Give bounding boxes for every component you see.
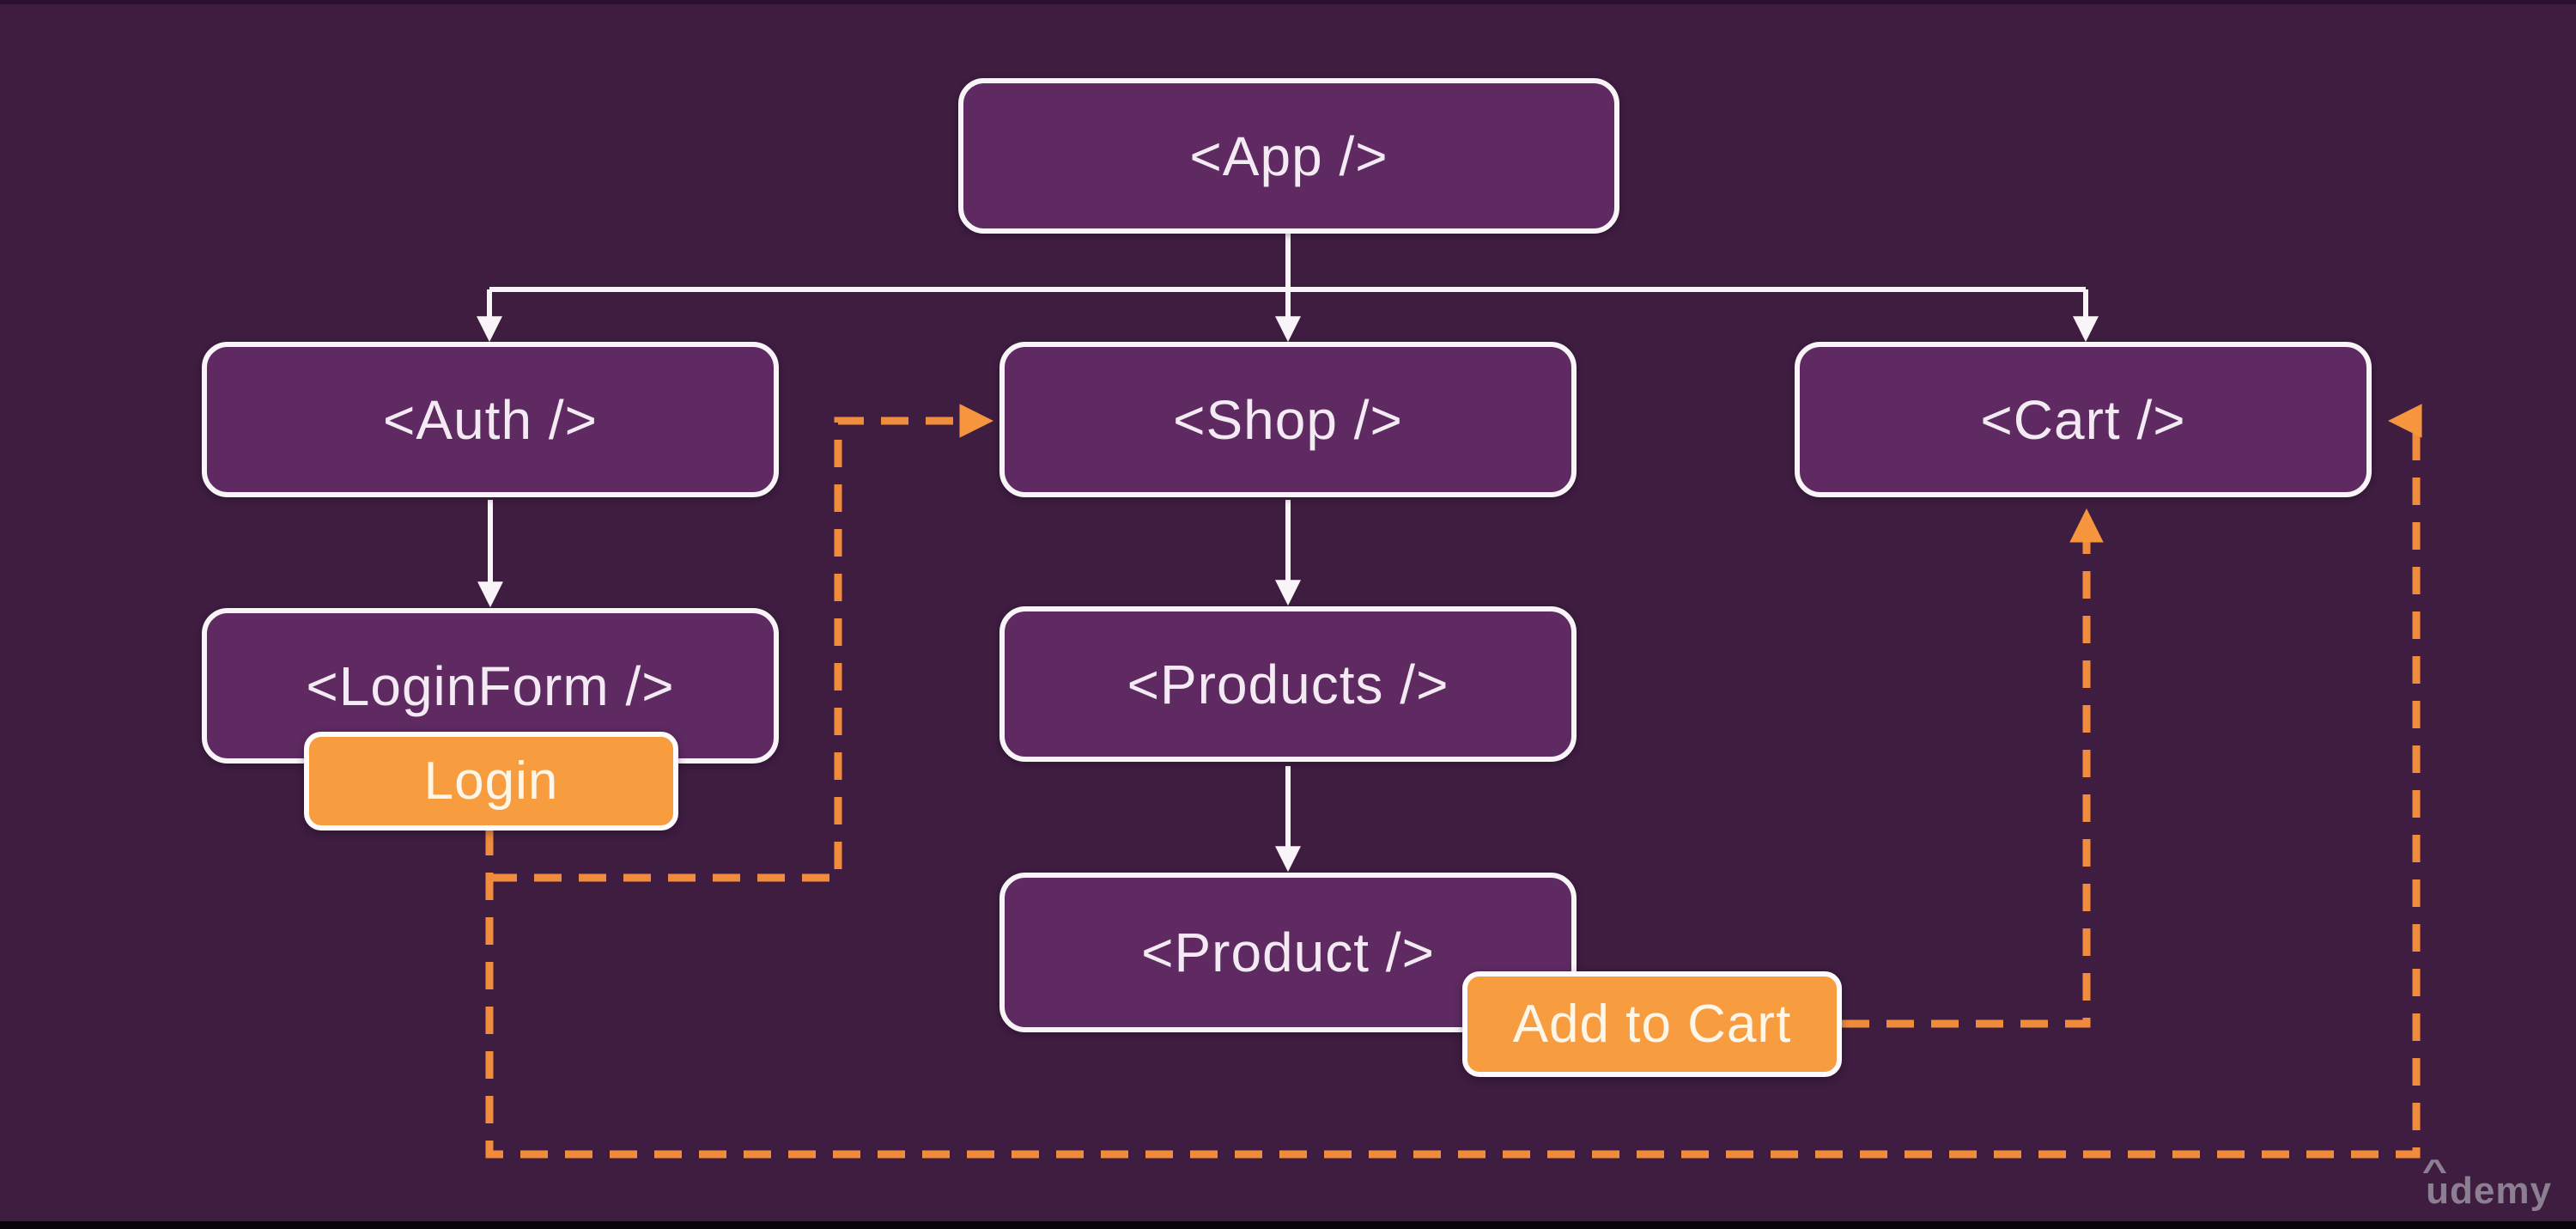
add-to-cart-action-badge: Add to Cart — [1462, 971, 1842, 1077]
login-action-badge: Login — [304, 732, 678, 830]
node-products: <Products /> — [999, 606, 1577, 762]
dashed-addtocart-to-cart — [1842, 508, 2104, 1028]
letterbox-bottom — [0, 1221, 2576, 1229]
node-products-label: <Products /> — [1127, 653, 1449, 715]
login-action-label: Login — [423, 751, 559, 811]
add-to-cart-action-label: Add to Cart — [1512, 995, 1792, 1054]
node-product-label: <Product /> — [1141, 922, 1435, 983]
udemy-logo-text: udemy — [2426, 1170, 2552, 1212]
node-app: <App /> — [958, 78, 1619, 234]
edge-app-rail — [489, 233, 2086, 292]
node-login-form-label: <LoginForm /> — [306, 654, 675, 717]
node-auth-label: <Auth /> — [383, 388, 598, 451]
udemy-caret-icon: ^ — [2421, 1153, 2449, 1188]
node-auth: <Auth /> — [202, 342, 779, 497]
dashed-login-to-cart — [485, 404, 2422, 1159]
letterbox-top — [0, 0, 2576, 4]
node-cart-label: <Cart /> — [1980, 388, 2186, 451]
node-shop-label: <Shop /> — [1173, 388, 1403, 451]
udemy-logo: ^udemy — [2422, 1155, 2552, 1212]
node-app-label: <App /> — [1189, 125, 1388, 187]
node-cart: <Cart /> — [1795, 342, 2372, 497]
node-shop: <Shop /> — [999, 342, 1577, 497]
